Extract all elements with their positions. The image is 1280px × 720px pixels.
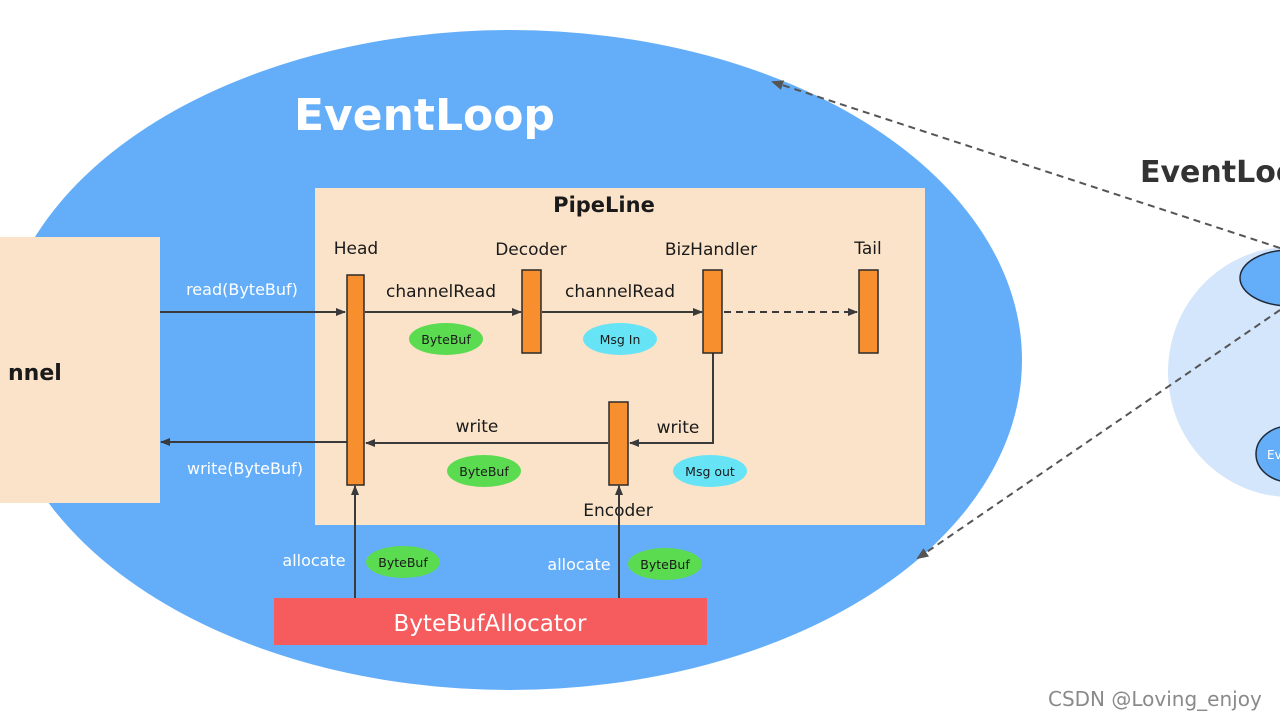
msg-out-badge-text: Msg out xyxy=(685,464,735,479)
head-handler-bar xyxy=(346,274,365,486)
allocate-label-1: allocate xyxy=(282,551,345,570)
write-label-1: write xyxy=(456,417,499,437)
write-label-2: write xyxy=(657,418,700,438)
bizhandler-bar xyxy=(702,269,723,354)
msg-in-badge xyxy=(583,323,657,355)
decoder-handler-bar xyxy=(521,269,542,354)
bytebuf-allocator-label: ByteBufAllocator xyxy=(394,611,587,637)
biz-to-encoder-arrow xyxy=(629,353,714,447)
dashed-arrow-bottom xyxy=(916,309,1280,560)
tail-label: Tail xyxy=(853,239,881,259)
bytebuf-badge-2 xyxy=(447,455,521,487)
bytebuf-badge-1-text: ByteBuf xyxy=(421,332,471,347)
dashed-arrow-top xyxy=(771,80,1280,249)
channelread-label-1: channelRead xyxy=(386,282,496,302)
msg-in-badge-text: Msg In xyxy=(600,332,641,347)
tail-handler-bar xyxy=(858,269,879,354)
channel-box xyxy=(0,237,160,503)
head-label: Head xyxy=(334,239,378,259)
pipeline-title: PipeLine xyxy=(553,193,655,217)
right-inner-ellipse-top xyxy=(1239,249,1280,307)
bytebuf-badge-2-text: ByteBuf xyxy=(459,464,509,479)
decoder-label: Decoder xyxy=(495,240,567,260)
right-eventloop-title: EventLoo xyxy=(1140,155,1280,190)
bytebuf-badge-4-text: ByteBuf xyxy=(640,557,690,572)
bytebuf-badge-3 xyxy=(366,546,440,578)
allocate-label-2: allocate xyxy=(547,555,610,574)
bytebuf-allocator-box xyxy=(274,598,707,645)
csdn-watermark: CSDN @Loving_enjoy xyxy=(1048,687,1262,711)
bytebuf-badge-3-text: ByteBuf xyxy=(378,555,428,570)
channelread-label-2: channelRead xyxy=(565,282,675,302)
right-small-label: Ev xyxy=(1267,448,1280,462)
right-inner-ellipse-bottom xyxy=(1255,426,1280,482)
channel-label: nnel xyxy=(8,361,62,386)
bytebuf-badge-4 xyxy=(628,548,702,580)
right-eventloop-circle xyxy=(1168,247,1280,497)
bytebuf-badge-1 xyxy=(409,323,483,355)
encoder-handler-bar xyxy=(608,401,629,486)
bizhandler-label: BizHandler xyxy=(665,240,757,260)
msg-out-badge xyxy=(673,455,747,487)
eventloop-title: EventLoop xyxy=(294,90,555,141)
read-bytebuf-label: read(ByteBuf) xyxy=(186,280,298,299)
write-bytebuf-label: write(ByteBuf) xyxy=(187,459,303,478)
